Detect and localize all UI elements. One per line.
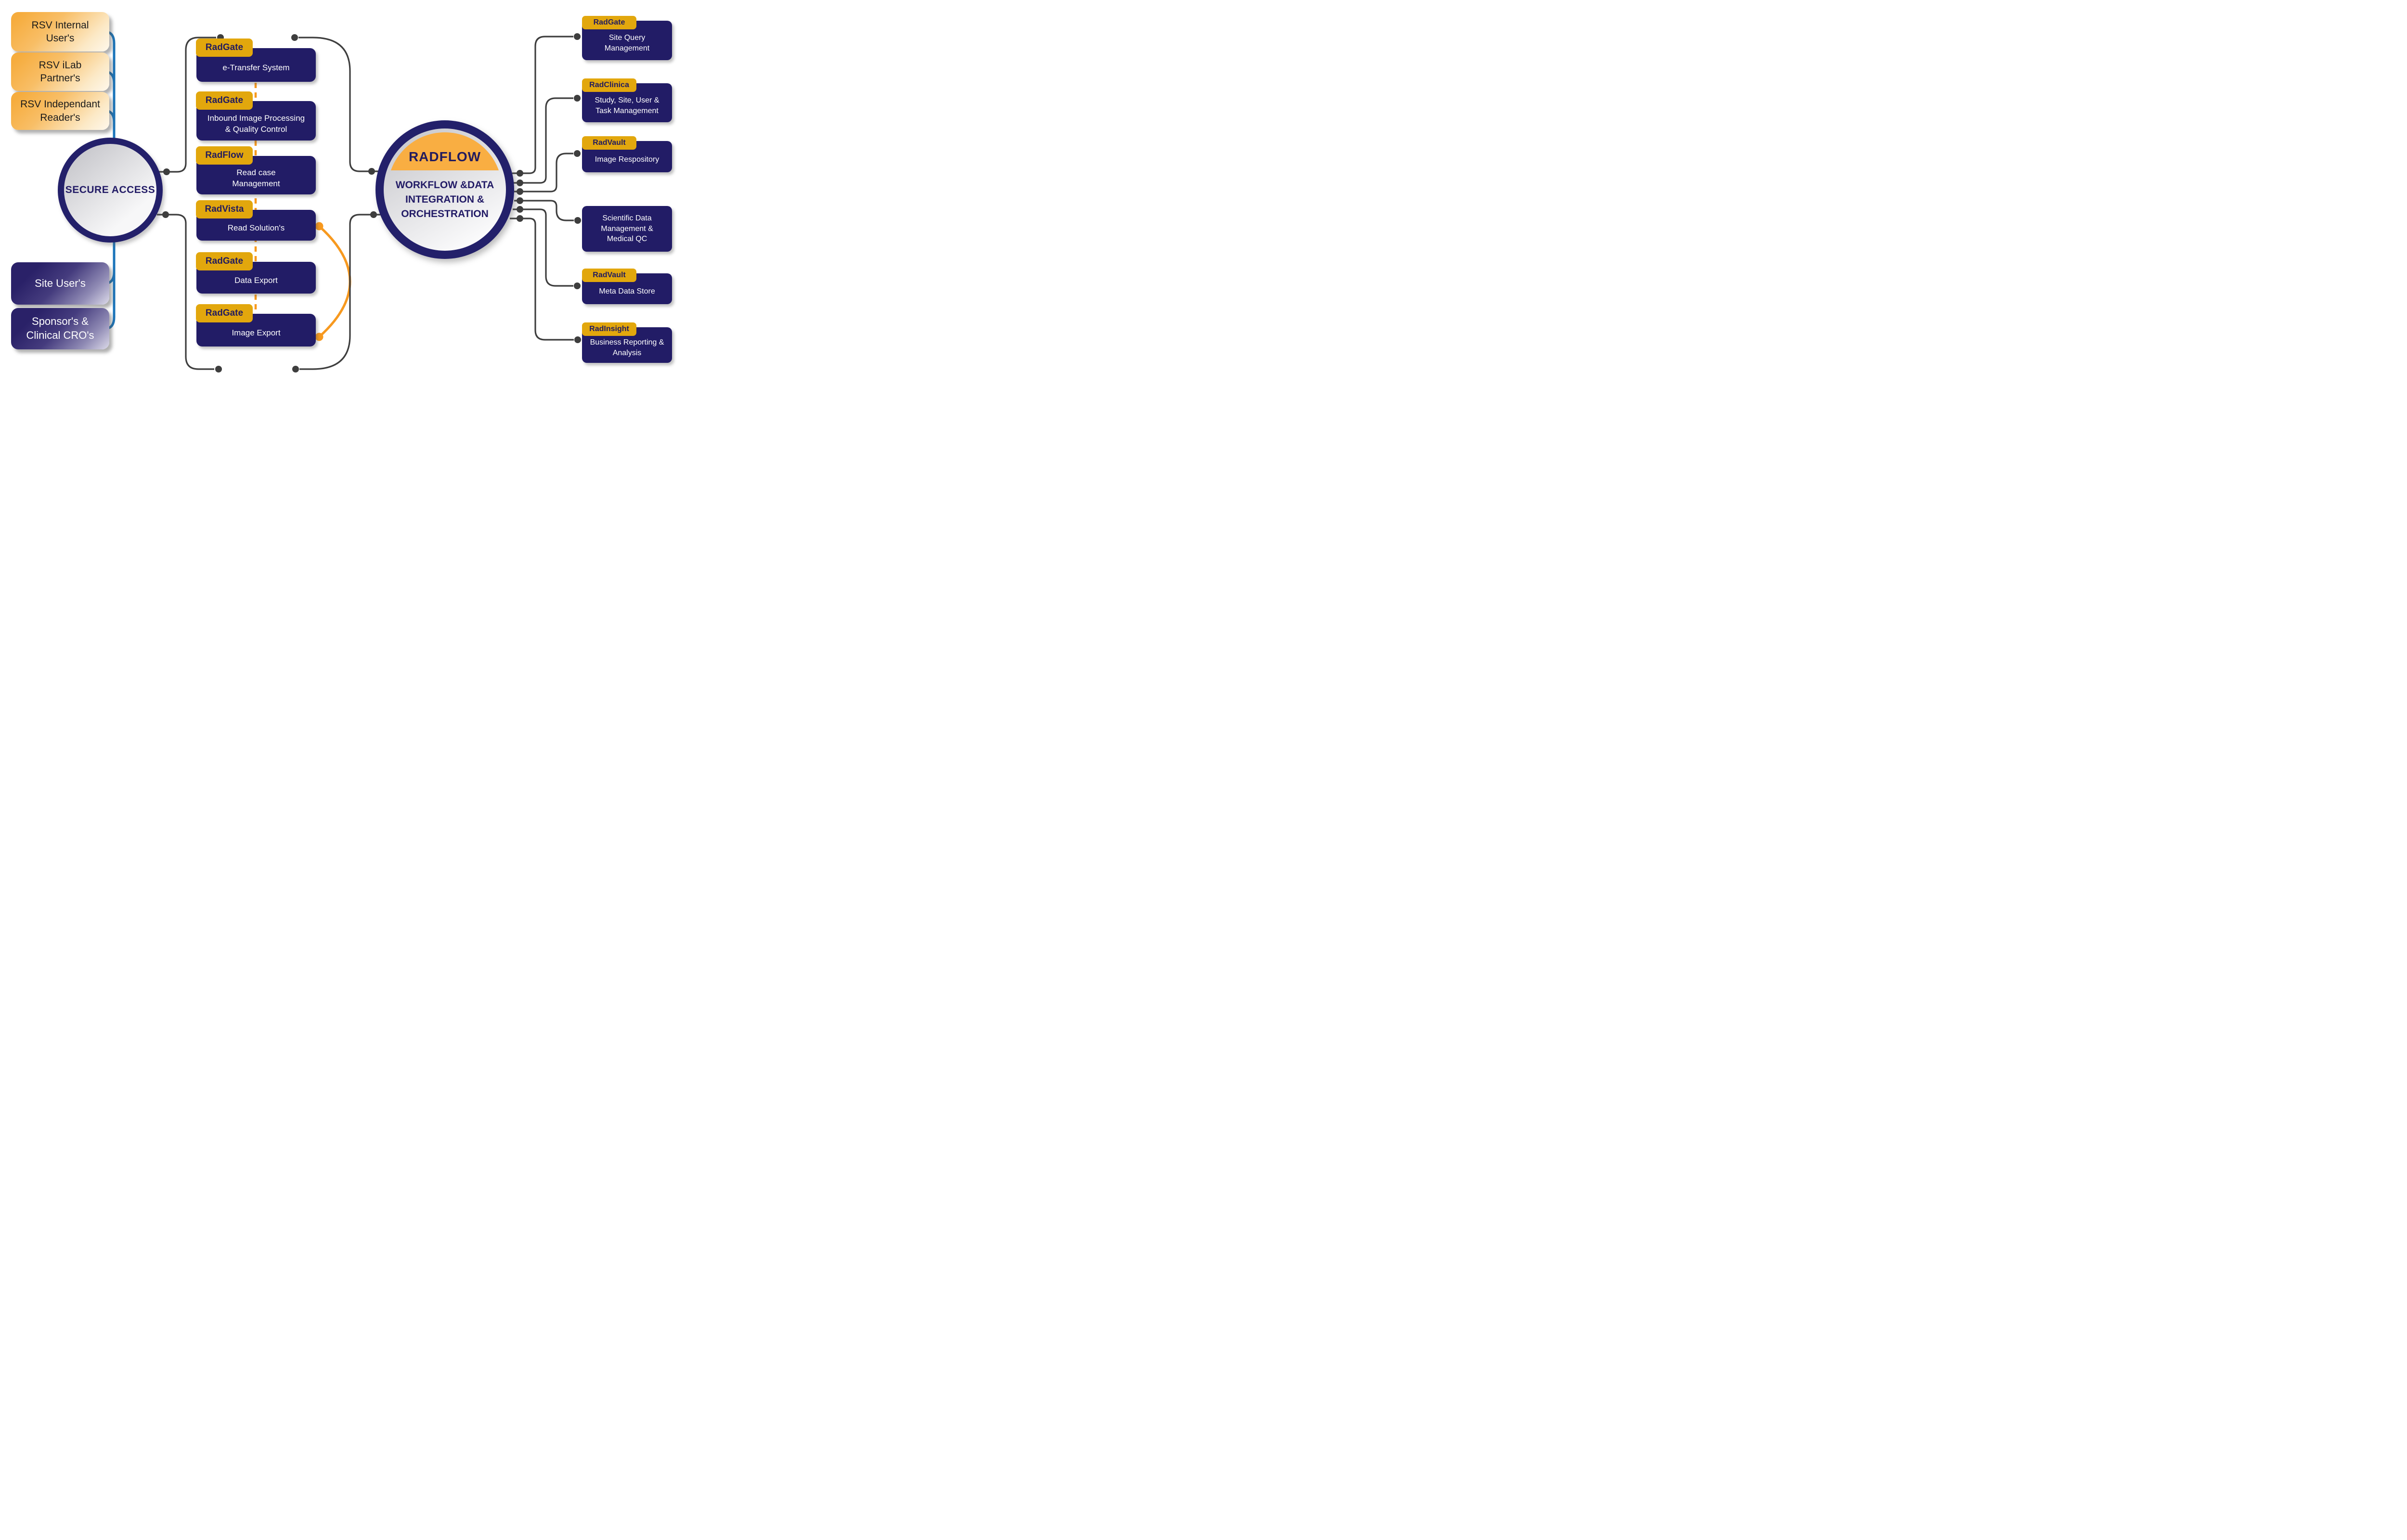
module-label: Business Reporting & Analysis [590,338,664,357]
module-tag: RadGate [196,252,253,270]
module-meta-data-store: RadVault Meta Data Store [582,269,672,304]
module-tag: RadVault [582,136,636,150]
module-read-solutions: RadVista Read Solution's [196,200,316,241]
user-box-label: RSV Internal User's [31,19,89,44]
module-label: Study, Site, User & Task Management [595,96,660,115]
connector-circle-r6 [510,218,574,341]
module-tag: RadFlow [196,146,253,165]
module-tag: RadGate [196,304,253,322]
module-label: Meta Data Store [599,287,655,296]
radflow-architecture-diagram: RSV Internal User's RSV iLab Partner's R… [0,0,685,385]
module-tag: RadGate [196,38,253,57]
orange-arc-dot-top [315,222,324,231]
module-tag: RadGate [196,91,253,110]
module-read-case: RadFlow Read case Management [196,146,316,194]
connector-secure-top [159,37,216,173]
orange-arc-dot-bottom [315,333,324,341]
user-box-rsv-internal: RSV Internal User's [11,12,109,51]
module-tag: RadVault [582,269,636,282]
module-image-export: RadGate Image Export [196,304,316,346]
connector-bottom-to-circle [299,214,380,370]
connector-circle-r4 [514,200,574,221]
module-label: Read case Management [232,167,280,188]
module-tag: RadVista [196,200,253,218]
secure-access-blue-line [104,30,116,330]
radflow-hub-circle: RADFLOW WORKFLOW &DATA INTEGRATION & ORC… [375,120,514,259]
connector-dots [162,33,581,372]
user-box-rsv-ilab: RSV iLab Partner's [11,52,109,91]
module-data-export: RadGate Data Export [196,252,316,294]
connector-secure-bottom [157,214,214,370]
user-box-sponsors-cro: Sponsor's & Clinical CRO's [11,308,109,349]
orange-sync-arc [318,225,351,338]
module-label: Inbound Image Processing & Quality Contr… [207,113,305,134]
user-box-site-users: Site User's [11,262,109,305]
module-label: Read Solution's [227,223,285,233]
connector-circle-r1 [512,36,573,174]
secure-access-circle: SECURE ACCESS [58,138,163,243]
user-box-label: RSV iLab Partner's [39,59,82,84]
connector-circle-r5 [513,208,573,287]
connector-circle-r3 [514,153,573,192]
module-scientific-data: Scientific Data Management & Medical QC [582,206,672,252]
secure-access-label: SECURE ACCESS [65,184,155,195]
module-tag: RadClinica [582,78,636,92]
module-study-site-user: RadClinica Study, Site, User & Task Mana… [582,78,672,122]
module-label: Image Respository [595,155,660,164]
connector-wires-layer [104,30,581,372]
radflow-title: RADFLOW [408,149,481,164]
module-label: Site Query Management [604,34,650,52]
user-box-rsv-independant: RSV Independant Reader's [11,92,109,130]
connector-top-to-circle [298,37,378,172]
module-business-reporting: RadInsight Business Reporting & Analysis [582,322,672,363]
radflow-subtitle: WORKFLOW &DATA INTEGRATION & ORCHESTRATI… [395,180,494,219]
module-site-query: RadGate Site Query Management [582,16,672,60]
user-box-label: Sponsor's & Clinical CRO's [26,315,94,341]
module-inbound-image: RadGate Inbound Image Processing & Quali… [196,91,316,141]
module-label: e-Transfer System [222,63,290,73]
user-box-label: Site User's [35,277,86,289]
module-label: Data Export [234,276,278,285]
user-box-label: RSV Independant Reader's [20,99,100,123]
module-tag: RadInsight [582,322,636,336]
module-tag: RadGate [582,16,636,29]
module-e-transfer: RadGate e-Transfer System [196,38,316,82]
connector-circle-r2 [513,97,573,184]
radflow-circle-graphic [375,120,514,259]
module-image-repository: RadVault Image Respository [582,136,672,172]
module-label: Image Export [232,328,281,338]
module-label: Scientific Data Management & Medical QC [601,214,653,244]
